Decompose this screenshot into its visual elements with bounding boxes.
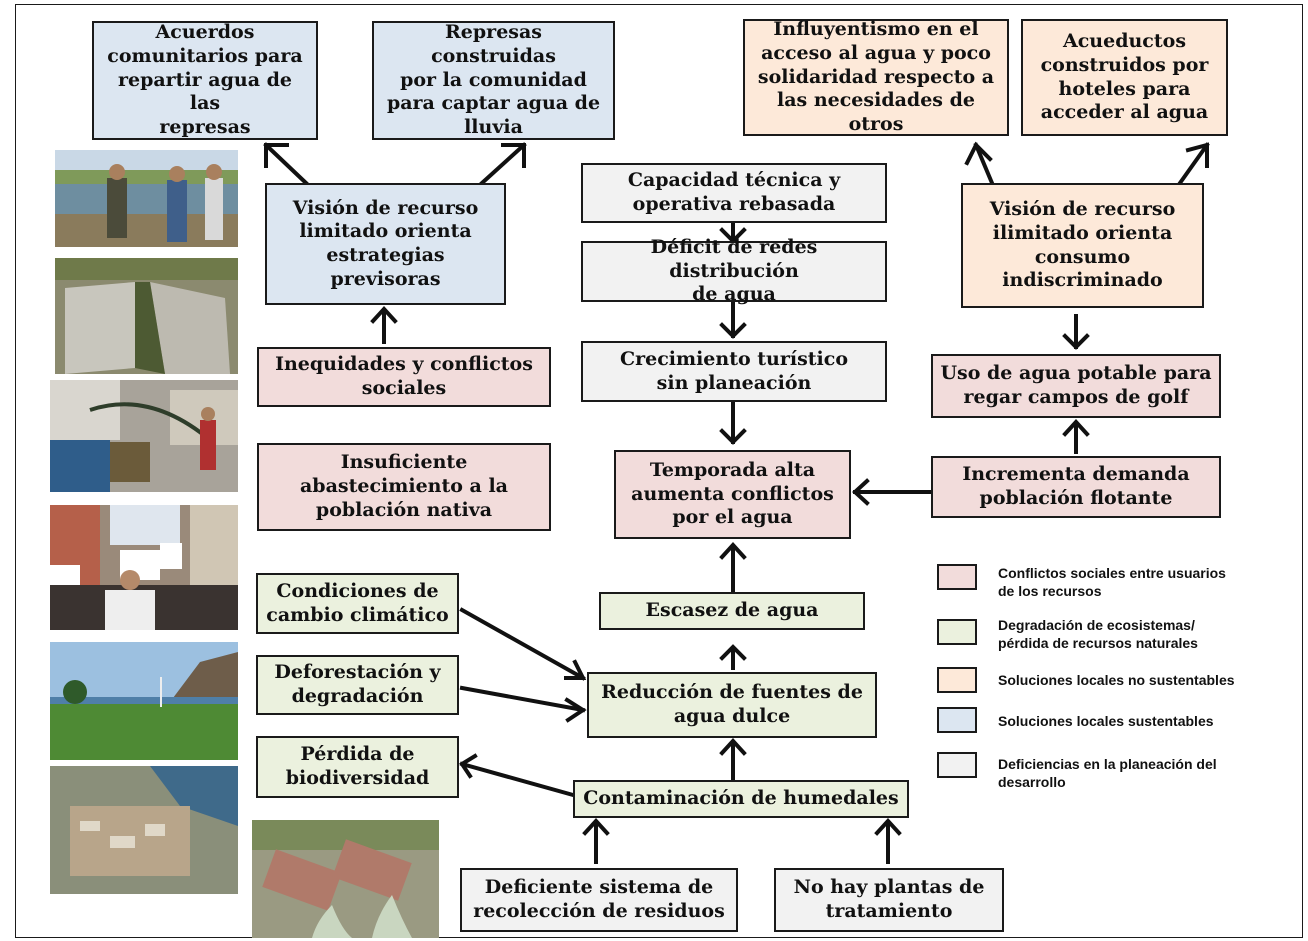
legend-label-unsustainable: Soluciones locales no sustentables <box>998 672 1235 688</box>
box-escasez-agua: Escasez de agua <box>599 592 865 630</box>
box-insuficiente-abastecimiento: Insuficiente abastecimiento a la poblaci… <box>257 443 551 531</box>
box-inequidades-conflictos: Inequidades y conflictos sociales <box>257 347 551 407</box>
box-vision-recurso-ilimitado: Visión de recurso ilimitado orienta cons… <box>961 183 1204 308</box>
box-acueductos-hoteles: Acueductos construidos por hoteles para … <box>1021 19 1228 136</box>
legend-label-planning: Deficiencias en la planeación del desarr… <box>998 756 1217 791</box>
legend-label-degradation: Degradación de ecosistemas/ pérdida de r… <box>998 617 1198 652</box>
box-incrementa-demanda: Incrementa demanda población flotante <box>931 456 1221 518</box>
box-plantas-tratamiento: No hay plantas de tratamiento <box>774 868 1004 932</box>
box-vision-recurso-limitado: Visión de recurso limitado orienta estra… <box>265 183 506 305</box>
legend-swatch-sustainable <box>937 707 977 733</box>
box-influyentismo: Influyentismo en el acceso al agua y poc… <box>743 18 1009 136</box>
box-uso-agua-golf: Uso de agua potable para regar campos de… <box>931 354 1221 418</box>
box-temporada-alta: Temporada alta aumenta conflictos por el… <box>614 450 851 539</box>
box-contaminacion-humedales: Contaminación de humedales <box>573 780 909 818</box>
box-capacidad-tecnica: Capacidad técnica y operativa rebasada <box>581 163 887 223</box>
photo-golf-course <box>50 642 238 760</box>
legend-label-conflicts: Conflictos sociales entre usuarios de lo… <box>998 565 1226 600</box>
photo-water-tanker <box>50 380 238 492</box>
box-deficit-redes: Déficit de redes distribución de agua <box>581 236 887 305</box>
legend-label-sustainable: Soluciones locales sustentables <box>998 713 1214 729</box>
box-perdida-biodiversidad: Pérdida de biodiversidad <box>256 736 459 798</box>
box-represas-comunidad: Represas construidas por la comunidad pa… <box>372 21 615 140</box>
box-deforestacion: Deforestación y degradación <box>256 655 459 715</box>
photo-people-at-reservoir <box>55 150 238 247</box>
photo-drain-pipes <box>252 820 439 938</box>
box-condiciones-cambio-climatico: Condiciones de cambio climático <box>256 573 459 634</box>
photo-concrete-canal <box>55 258 238 374</box>
legend-swatch-planning <box>937 752 977 778</box>
legend-swatch-unsustainable <box>937 667 977 693</box>
legend-swatch-conflicts <box>937 564 977 590</box>
legend-swatch-degradation <box>937 619 977 645</box>
box-crecimiento-turistico: Crecimiento turístico sin planeación <box>581 341 887 402</box>
photo-protest-march <box>50 505 238 630</box>
photo-aerial-town <box>50 766 238 894</box>
box-deficiente-recoleccion: Deficiente sistema de recolección de res… <box>460 868 738 932</box>
box-acuerdos-comunitarios: Acuerdos comunitarios para repartir agua… <box>92 21 318 140</box>
box-reduccion-fuentes: Reducción de fuentes de agua dulce <box>587 672 877 738</box>
